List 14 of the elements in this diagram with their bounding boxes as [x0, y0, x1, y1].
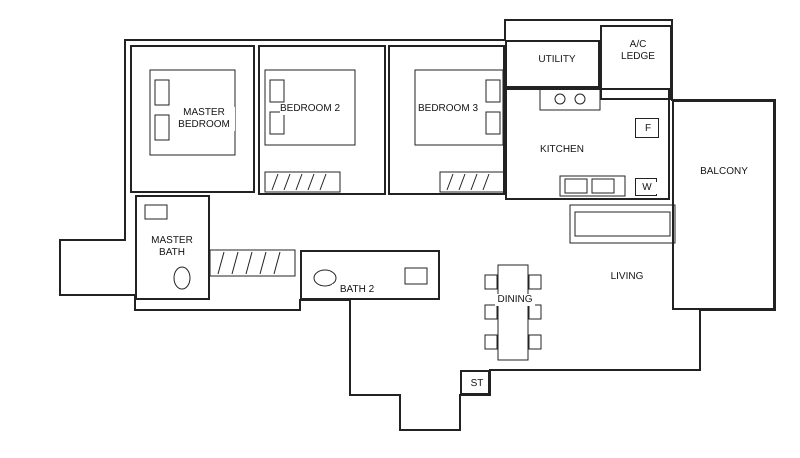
room-area: [135, 195, 210, 300]
room-area: [300, 250, 440, 300]
appliance-box: [635, 118, 659, 138]
room-area: [130, 45, 255, 193]
room-area: [388, 45, 505, 195]
room-area: [505, 40, 600, 88]
room-label: BEDROOM 2: [280, 103, 340, 115]
room-area: [600, 25, 672, 100]
appliance-box: [635, 178, 657, 196]
room-label: DINING: [495, 294, 535, 306]
room-area: [258, 45, 386, 195]
room-area: [505, 88, 670, 200]
room-area: [672, 100, 775, 310]
room-area: [460, 370, 490, 395]
